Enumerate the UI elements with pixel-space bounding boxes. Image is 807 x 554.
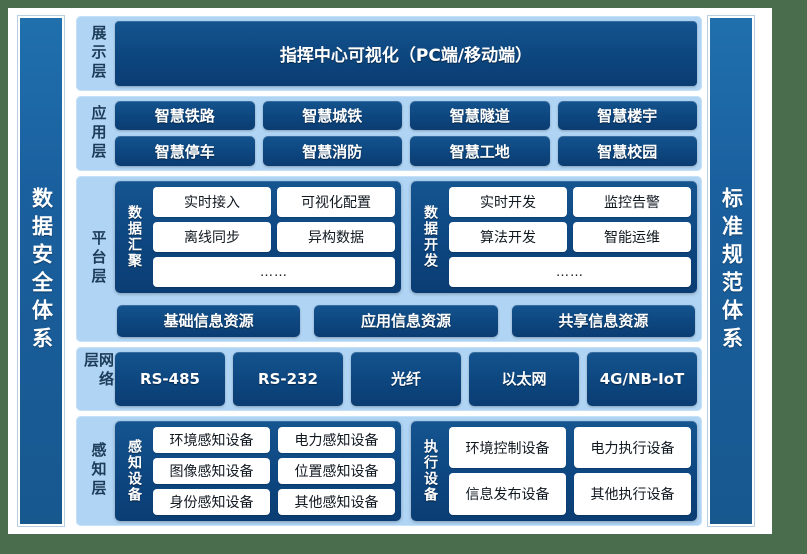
layer-display-label-wrap: 展示层 [81, 21, 115, 86]
data-aggregation-row-3: …… [153, 257, 395, 288]
layer-platform-body: 数据汇聚 实时接入 可视化配置 离线同步 异构数据 [115, 180, 697, 337]
app-item[interactable]: 智慧工地 [410, 136, 550, 166]
actuator-devices-body: 环境控制设备 电力执行设备 信息发布设备 其他执行设备 [449, 426, 691, 515]
data-aggregation-label: 数据汇聚 [126, 204, 142, 269]
platform-group-data-development: 数据开发 实时开发 监控告警 算法开发 智能运维 [411, 180, 697, 294]
resource-item[interactable]: 基础信息资源 [117, 305, 301, 337]
app-item[interactable]: 智慧隧道 [410, 100, 550, 131]
sensor-devices-row-3: 身份感知设备 其他感知设备 [153, 488, 395, 515]
layer-network-label-wrap: 网络层 [81, 352, 115, 406]
sensor-devices-body: 环境感知设备 电力感知设备 图像感知设备 位置感知设备 身份感知设备 其他感知设… [153, 426, 395, 515]
platform-groups: 数据汇聚 实时接入 可视化配置 离线同步 异构数据 [115, 180, 697, 294]
display-command-center-box[interactable]: 指挥中心可视化（PC端/移动端） [115, 21, 697, 86]
data-aggregation-row-1: 实时接入 可视化配置 [153, 186, 395, 217]
platform-item[interactable]: 算法开发 [449, 221, 567, 253]
layer-sensing-label-wrap: 感知层 [81, 421, 115, 521]
actuator-devices-label: 执行设备 [422, 438, 438, 503]
layer-application-body: 智慧铁路 智慧城铁 智慧隧道 智慧楼宇 智慧停车 智慧消防 智慧工地 智慧校园 [115, 100, 697, 166]
application-row-2: 智慧停车 智慧消防 智慧工地 智慧校园 [115, 136, 697, 166]
resource-item[interactable]: 共享信息资源 [511, 305, 695, 337]
sensor-item[interactable]: 电力感知设备 [278, 426, 395, 453]
data-development-body: 实时开发 监控告警 算法开发 智能运维 …… [449, 186, 691, 288]
actuator-devices-row-1: 环境控制设备 电力执行设备 [449, 426, 691, 469]
network-item[interactable]: 光纤 [351, 351, 461, 406]
sensor-item[interactable]: 图像感知设备 [153, 457, 270, 484]
layer-display-body: 指挥中心可视化（PC端/移动端） [115, 21, 697, 86]
app-item[interactable]: 智慧楼宇 [557, 100, 697, 131]
actuator-item[interactable]: 其他执行设备 [574, 473, 691, 515]
layer-application-label-wrap: 应用层 [81, 101, 115, 166]
layer-network-label: 网络层 [82, 351, 115, 390]
resource-item[interactable]: 应用信息资源 [314, 305, 498, 337]
data-aggregation-row-2: 离线同步 异构数据 [153, 221, 395, 253]
app-item[interactable]: 智慧停车 [115, 136, 255, 166]
network-item[interactable]: 以太网 [469, 351, 579, 406]
sensor-devices-label-wrap: 感知设备 [121, 427, 147, 515]
sensing-group-sensor-devices: 感知设备 环境感知设备 电力感知设备 图像感知设备 位置感知设备 [115, 420, 401, 521]
application-row-1: 智慧铁路 智慧城铁 智慧隧道 智慧楼宇 [115, 100, 697, 131]
sensor-item[interactable]: 其他感知设备 [278, 488, 395, 515]
data-aggregation-label-wrap: 数据汇聚 [121, 187, 147, 287]
sensor-devices-label: 感知设备 [126, 438, 142, 503]
layer-platform-label: 平台层 [89, 230, 108, 288]
diagram-canvas: 数据安全体系 标准规范体系 展示层 指挥中心可视化（PC端/移动端） 应用层 智… [8, 8, 772, 534]
layer-sensing: 感知层 感知设备 环境感知设备 电力感知设备 [76, 415, 702, 526]
platform-item[interactable]: 实时开发 [449, 186, 567, 217]
data-development-label-wrap: 数据开发 [417, 187, 443, 287]
sensing-groups: 感知设备 环境感知设备 电力感知设备 图像感知设备 位置感知设备 [115, 420, 697, 521]
app-item[interactable]: 智慧城铁 [262, 100, 402, 131]
platform-group-data-aggregation: 数据汇聚 实时接入 可视化配置 离线同步 异构数据 [115, 180, 401, 294]
platform-item[interactable]: 实时接入 [153, 186, 271, 217]
network-row: RS-485 RS-232 光纤 以太网 4G/NB-IoT [115, 351, 697, 406]
layer-network: 网络层 RS-485 RS-232 光纤 以太网 4G/NB-IoT [76, 346, 702, 411]
platform-resource-row: 基础信息资源 应用信息资源 共享信息资源 [115, 305, 697, 337]
left-rail-data-security: 数据安全体系 [18, 16, 64, 526]
layer-application: 应用层 智慧铁路 智慧城铁 智慧隧道 智慧楼宇 智慧停车 智慧消防 智慧工地 智… [76, 95, 702, 171]
platform-item[interactable]: 智能运维 [573, 221, 691, 253]
data-development-row-2: 算法开发 智能运维 [449, 221, 691, 253]
actuator-item[interactable]: 环境控制设备 [449, 426, 566, 469]
sensor-item[interactable]: 位置感知设备 [278, 457, 395, 484]
platform-item-more[interactable]: …… [449, 257, 691, 288]
actuator-item[interactable]: 信息发布设备 [449, 473, 566, 515]
sensing-group-actuator-devices: 执行设备 环境控制设备 电力执行设备 信息发布设备 其他执行设备 [411, 420, 697, 521]
layer-display-label: 展示层 [89, 24, 108, 82]
layer-stack: 展示层 指挥中心可视化（PC端/移动端） 应用层 智慧铁路 智慧城铁 智慧隧道 … [76, 16, 702, 526]
actuator-devices-label-wrap: 执行设备 [417, 427, 443, 515]
right-rail-label: 标准规范体系 [719, 187, 744, 355]
sensor-item[interactable]: 环境感知设备 [153, 426, 270, 453]
platform-item[interactable]: 异构数据 [277, 221, 395, 253]
platform-item-more[interactable]: …… [153, 257, 395, 288]
left-rail-label: 数据安全体系 [29, 187, 54, 355]
layer-sensing-body: 感知设备 环境感知设备 电力感知设备 图像感知设备 位置感知设备 [115, 420, 697, 521]
app-item[interactable]: 智慧消防 [262, 136, 402, 166]
network-item[interactable]: RS-232 [233, 351, 343, 406]
data-development-row-1: 实时开发 监控告警 [449, 186, 691, 217]
actuator-item[interactable]: 电力执行设备 [574, 426, 691, 469]
network-item[interactable]: RS-485 [115, 351, 225, 406]
layer-application-label: 应用层 [89, 104, 108, 162]
layer-sensing-label: 感知层 [89, 442, 108, 500]
platform-item[interactable]: 离线同步 [153, 221, 271, 253]
layer-display: 展示层 指挥中心可视化（PC端/移动端） [76, 16, 702, 91]
actuator-devices-row-2: 信息发布设备 其他执行设备 [449, 473, 691, 515]
layer-platform: 平台层 数据汇聚 实时接入 可视化配置 [76, 175, 702, 342]
data-development-row-3: …… [449, 257, 691, 288]
sensor-devices-row-1: 环境感知设备 电力感知设备 [153, 426, 395, 453]
data-aggregation-body: 实时接入 可视化配置 离线同步 异构数据 …… [153, 186, 395, 288]
platform-item[interactable]: 可视化配置 [277, 186, 395, 217]
app-item[interactable]: 智慧校园 [557, 136, 697, 166]
sensor-item[interactable]: 身份感知设备 [153, 488, 270, 515]
right-rail-standards: 标准规范体系 [708, 16, 754, 526]
layer-network-body: RS-485 RS-232 光纤 以太网 4G/NB-IoT [115, 351, 697, 406]
data-development-label: 数据开发 [422, 204, 438, 269]
app-item[interactable]: 智慧铁路 [115, 100, 255, 131]
platform-item[interactable]: 监控告警 [573, 186, 691, 217]
sensor-devices-row-2: 图像感知设备 位置感知设备 [153, 457, 395, 484]
network-item[interactable]: 4G/NB-IoT [587, 351, 697, 406]
layer-platform-label-wrap: 平台层 [81, 181, 115, 337]
